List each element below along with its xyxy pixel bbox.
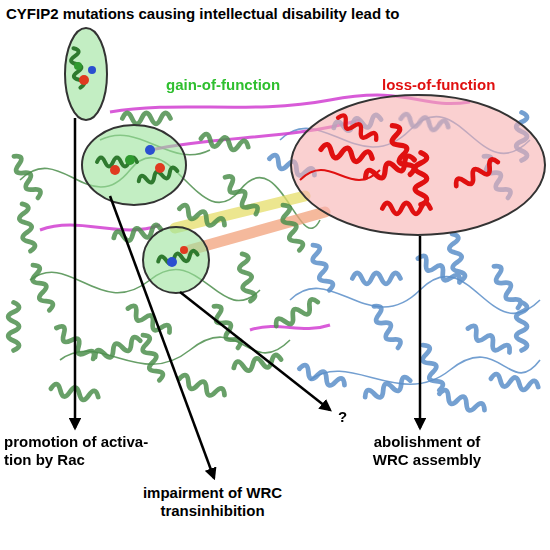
outcome-label: promotion of activa- tion by Rac xyxy=(4,433,166,469)
gain-region xyxy=(65,28,209,293)
figure-title: CYFIP2 mutations causing intellectual di… xyxy=(6,5,399,23)
gain-label: gain-of-function xyxy=(166,76,280,94)
loss-region xyxy=(291,95,545,235)
outcome-label: abolishment of WRC assembly xyxy=(362,433,492,469)
leader-arrows xyxy=(75,118,420,478)
loss-label: loss-of-function xyxy=(382,76,495,94)
outcome-label: impairment of WRC transinhibition xyxy=(125,484,300,520)
question-mark: ? xyxy=(338,408,347,426)
